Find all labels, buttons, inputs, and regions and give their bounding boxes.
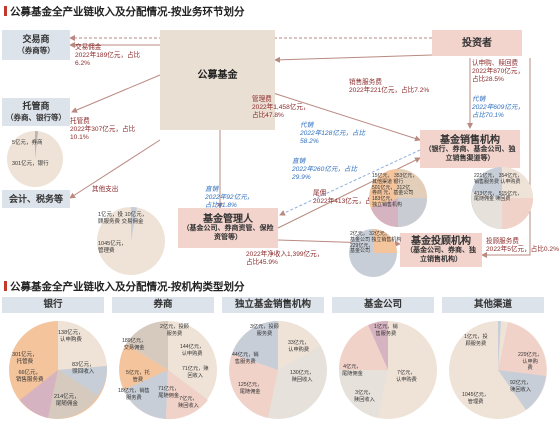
note-net-income: 2022年净收入1,399亿元，占比45.9% <box>246 251 324 267</box>
pie-fund-company <box>338 320 437 419</box>
section-fund-company: 基金公司 <box>332 297 434 313</box>
manager-box: 基金管理人 （基金公司、券商资管、保险资管等） <box>178 208 278 248</box>
pie-bank <box>9 320 108 419</box>
section-securities: 券商 <box>112 297 214 313</box>
advisor-label: 基金投顾机构 <box>411 236 471 247</box>
section-bank: 银行 <box>2 297 104 313</box>
pie-manager-labels: 1亿元，投 10亿元， 顾服务费 交易佣金 1045亿元， 管理费 <box>98 212 148 254</box>
investor-box: 投资者 <box>432 30 522 56</box>
section-independent: 独立基金销售机构 <box>222 297 324 313</box>
accounting-label: 会计、税务等 <box>8 193 63 204</box>
section-other-channels: 其他渠道 <box>442 297 544 313</box>
accounting-box: 会计、税务等 <box>2 190 70 208</box>
fund-label: 公募基金 <box>197 70 238 81</box>
custodian-sub: （券商、银行等） <box>6 113 66 122</box>
manager-sub: （基金公司、券商资管、保险资管等） <box>182 225 274 241</box>
broker-label: 交易商 <box>22 34 50 44</box>
pie-independent <box>229 321 327 419</box>
sales-box: 基金销售机构 （银行、券商、基金公司、独立销售渠道等） <box>420 130 520 168</box>
pie-sales-channel <box>369 169 427 227</box>
sales-label: 基金销售机构 <box>440 135 500 146</box>
advisor-sub: （基金公司、券商、独立销售机构） <box>406 247 476 263</box>
pie-custody-labels: 5亿元，券商 301亿元，银行 <box>12 140 49 167</box>
bottom-title: 公募基金全产业链收入及分配情况-按机构类型划分 <box>4 281 245 293</box>
pie-custody <box>7 131 63 187</box>
top-title: 公募基金全产业链收入及分配情况-按业务环节划分 <box>4 6 245 18</box>
custodian-label: 托管商 <box>22 101 50 111</box>
sales-sub: （银行、券商、基金公司、独立销售渠道等） <box>424 146 516 162</box>
pie-advisor <box>349 229 397 277</box>
investor-label: 投资者 <box>462 37 492 49</box>
pie-sales-income-labels: 221亿元， 354亿元， 销售服务费 认申购费 413亿元， 515亿元， 尾… <box>474 173 523 203</box>
pie-manager <box>97 206 165 275</box>
manager-label: 基金管理人 <box>203 214 253 225</box>
advisor-box: 基金投顾机构 （基金公司、券商、独立销售机构） <box>400 233 482 267</box>
pie-other-channels <box>449 321 547 419</box>
custodian-box: 托管商 （券商、银行等） <box>2 98 70 126</box>
pie-securities <box>119 320 217 420</box>
pie-advisor-labels: 2亿元， 32亿元， 基金公司 独立销售机构 229亿元， 基金公司 <box>350 231 402 255</box>
broker-sub: （券商等） <box>17 46 55 55</box>
pie-sales-income <box>471 167 533 229</box>
broker-box: 交易商 （券商等） <box>2 30 70 60</box>
note-other-expense: 其他支出 <box>92 186 119 193</box>
pie-sales-channel-labels: 15亿元， 353亿元， 其他渠道 银行 501亿元， 312亿 券商 元，基金… <box>372 173 418 208</box>
fund-box: 公募基金 <box>160 30 275 130</box>
